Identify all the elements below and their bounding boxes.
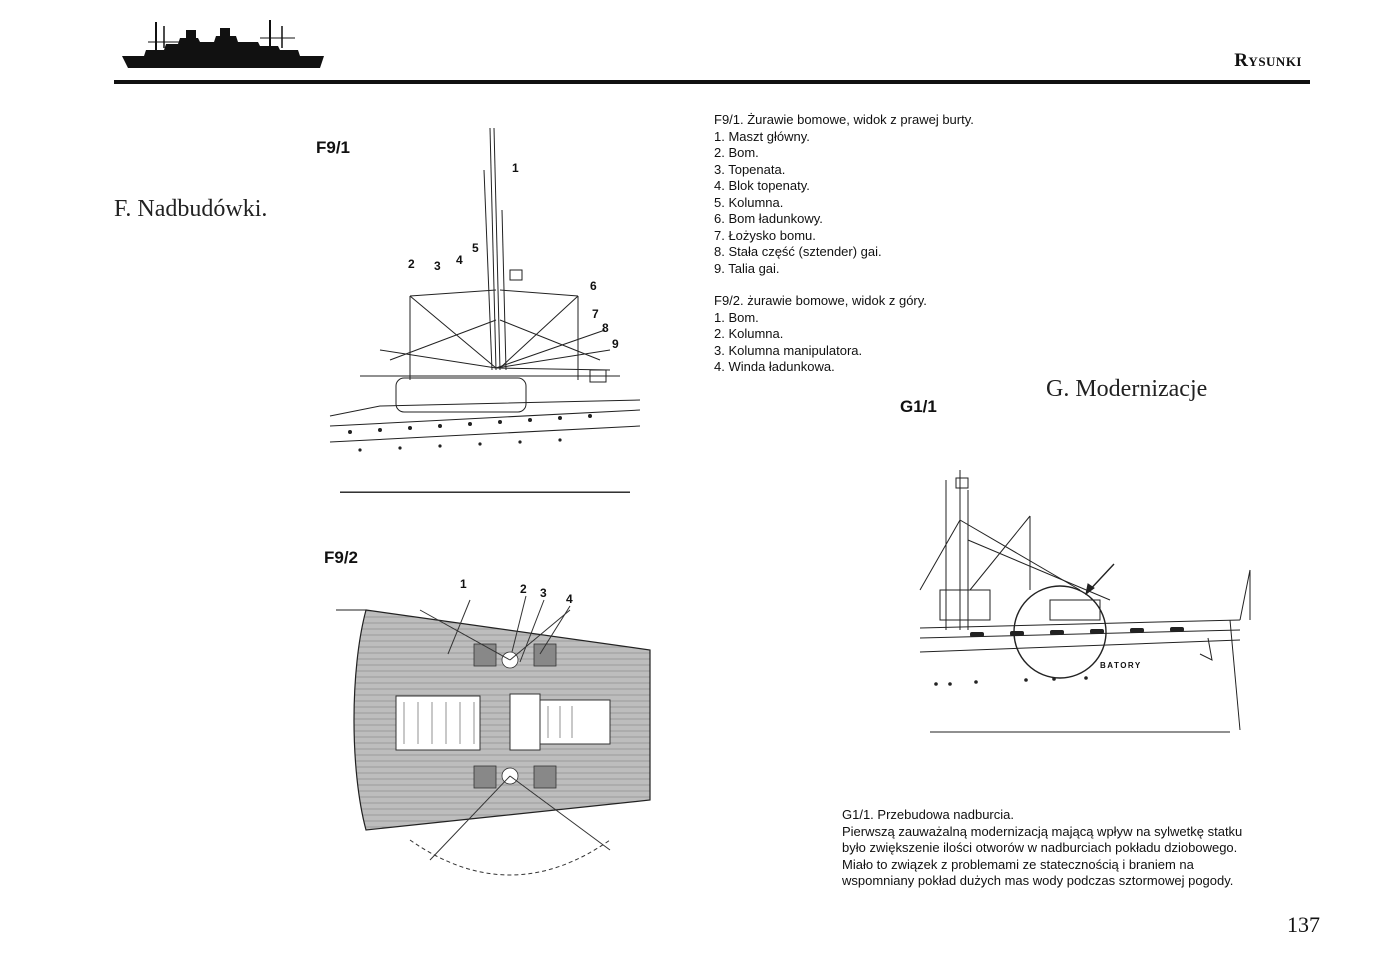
section-f-title: F. Nadbudówki.: [114, 196, 268, 222]
figure-f9-1-underline: [340, 492, 630, 493]
callout-4: 4: [456, 253, 463, 267]
legend-title: F9/2. żurawie bomowe, widok z góry.: [714, 293, 927, 308]
legend-item: 4. Winda ładunkowa.: [714, 359, 835, 374]
header-section-label: Rysunki: [1234, 50, 1302, 71]
header-ship-silhouette: [120, 18, 325, 70]
caption-line: było zwiększenie ilości otworów w nadbur…: [842, 840, 1238, 855]
figure-f9-2-drawing: 1 2 3 4: [330, 570, 660, 900]
legend-item: 2. Kolumna.: [714, 326, 784, 341]
figure-f9-1-drawing: 1 2 3 4 5 6 7 8 9: [320, 120, 641, 500]
page-number: 137: [1287, 912, 1320, 937]
callout-1: 1: [512, 161, 519, 175]
caption-g1-1: G1/1. Przebudowa nadburcia. Pierwszą zau…: [842, 807, 1292, 890]
callout-2: 2: [520, 582, 527, 596]
callout-5: 5: [472, 241, 479, 255]
figure-f9-2-label: F9/2: [324, 548, 359, 567]
caption-line: Pierwszą zauważalną modernizacją mającą …: [842, 823, 1243, 839]
callout-8: 8: [602, 321, 609, 335]
caption-line: Miało to związek z problemami ze statecz…: [842, 856, 1194, 872]
figure-g1-1-drawing: BATORY: [910, 460, 1270, 740]
legend-item: 5. Kolumna.: [714, 194, 784, 210]
legend-item: 8. Stała część (sztender) gai.: [714, 244, 882, 259]
figure-g1-1-label: G1/1: [900, 397, 937, 416]
callout-7: 7: [592, 307, 599, 321]
legend-item: 1. Bom.: [714, 309, 759, 325]
legend-item: 3. Topenata.: [714, 161, 786, 177]
callout-6: 6: [590, 279, 597, 293]
header-rule: [114, 80, 1310, 84]
callout-1: 1: [460, 577, 467, 591]
legend-item: 7. Łożysko bomu.: [714, 227, 816, 243]
caption-title: G1/1. Przebudowa nadburcia.: [842, 807, 1014, 822]
legend-item: 9. Talia gai.: [714, 260, 780, 276]
legend-item: 2. Bom.: [714, 145, 759, 160]
callout-2: 2: [408, 257, 415, 271]
legend-f9-1: F9/1. Żurawie bomowe, widok z prawej bur…: [714, 112, 974, 277]
legend-f9-2: F9/2. żurawie bomowe, widok z góry. 1. B…: [714, 293, 927, 376]
legend-item: 3. Kolumna manipulatora.: [714, 342, 863, 358]
section-g-title: G. Modernizacje: [1046, 376, 1208, 402]
callout-4: 4: [566, 592, 573, 606]
legend-item: 1. Maszt główny.: [714, 128, 810, 144]
callout-9: 9: [612, 337, 619, 351]
legend-item: 6. Bom ładunkowy.: [714, 211, 823, 226]
callout-3: 3: [540, 586, 547, 600]
callout-3: 3: [434, 259, 441, 273]
caption-line: wspomniany pokład dużych mas wody podcza…: [842, 873, 1234, 888]
legend-title: F9/1. Żurawie bomowe, widok z prawej bur…: [714, 112, 974, 127]
ship-name-label: BATORY: [1100, 661, 1142, 670]
figure-f9-1-label: F9/1: [316, 138, 351, 157]
legend-item: 4. Blok topenaty.: [714, 178, 810, 193]
